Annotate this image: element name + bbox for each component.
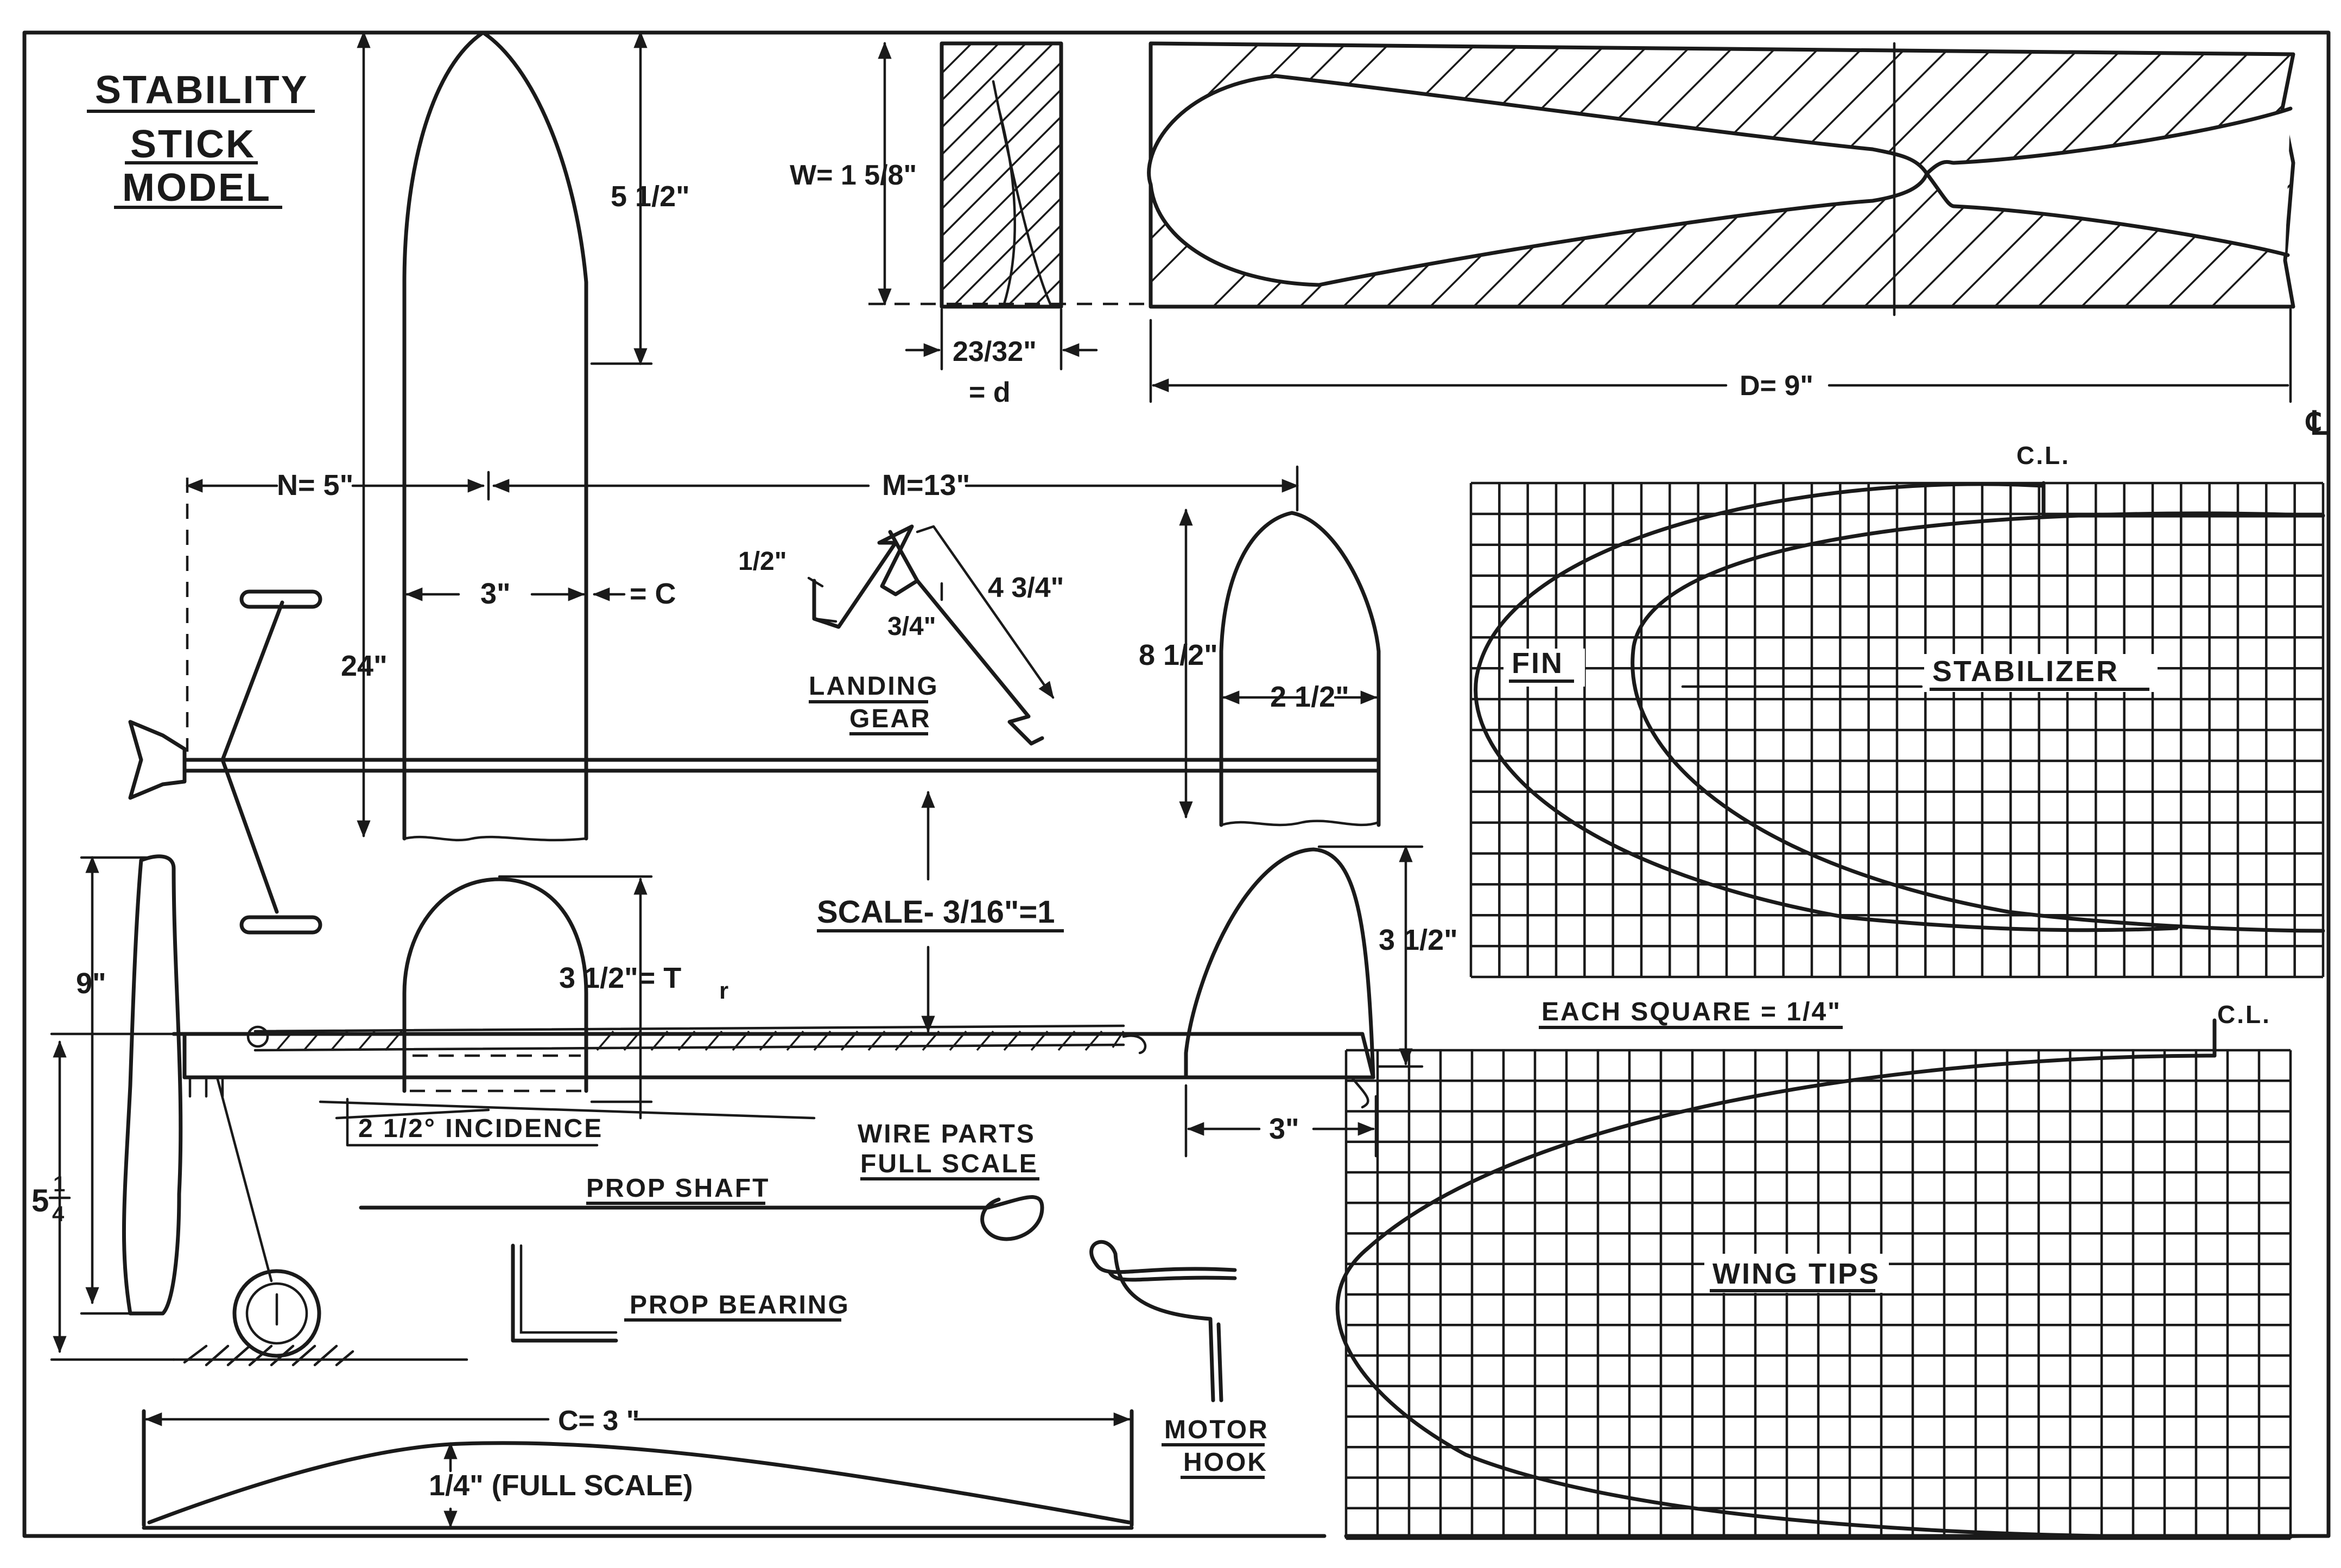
cl-label-top: C.L.: [2016, 441, 2070, 469]
wire-parts-label-2: FULL SCALE: [860, 1150, 1038, 1178]
dim-gear-leg: 4 3/4": [988, 572, 1064, 604]
dim-block-thickness: 23/32": [953, 336, 1037, 367]
drawing-border-right: [1149, 30, 2331, 1538]
dim-tip-rise-sub: r: [719, 977, 728, 1004]
wire-parts-label-1: WIRE PARTS: [858, 1120, 1036, 1148]
prop-blade: D= 9": [1147, 41, 2295, 403]
dim-moment-arm: M=13": [882, 469, 970, 501]
dim-chord-symbol: = C: [630, 577, 676, 610]
dim-prop-diameter: D= 9": [1740, 370, 1813, 402]
wire-parts: WIRE PARTS FULL SCALE PROP SHAFT PROP BE…: [359, 1120, 1269, 1479]
title-line-3: MODEL: [122, 166, 271, 210]
dim-gear-height-num: 1: [53, 1172, 65, 1196]
length-dimensions: N= 5" M=13": [185, 465, 1299, 752]
dim-chord: 3": [480, 577, 511, 610]
prop-shaft-label: PROP SHAFT: [586, 1174, 770, 1203]
dim-nose-length: N= 5": [277, 469, 353, 501]
dim-block-width: W= 1 5/8": [790, 160, 917, 191]
wing-planform: 24" 5 1/2" 3" = C: [341, 30, 690, 842]
scale-label: SCALE- 3/16"=1: [817, 894, 1055, 930]
landing-gear-label-1: LANDING: [809, 672, 939, 701]
motor-hook-label-1: MOTOR: [1164, 1415, 1269, 1444]
dim-fin-height: 8 1/2": [1139, 639, 1218, 671]
grid-lines: [1344, 1049, 2292, 1540]
landing-gear-detail: 1/2" 3/4" 4 3/4" LANDING GEAR: [738, 524, 1064, 746]
dim-stab-chord: 3": [1269, 1113, 1299, 1145]
centerline-symbol: ℄: [2305, 405, 2330, 441]
grid-lines: [1469, 481, 2325, 979]
dim-gear-height-den: 4: [52, 1202, 65, 1226]
fin-label: FIN: [1512, 647, 1564, 680]
dim-stab-height: 3 1/2": [1379, 924, 1458, 956]
landing-gear-label-2: GEAR: [849, 704, 931, 733]
side-view-lower: 3 1/2"= T r 2 1/2° INCIDENCE SCALE- 3/16…: [31, 790, 1458, 1367]
dim-gear-half: 1/2": [738, 547, 786, 576]
prop-bearing-label: PROP BEARING: [630, 1291, 850, 1319]
drawing-border: [22, 30, 1327, 1538]
cl-label-bottom: C.L.: [2217, 1000, 2271, 1029]
dim-tip-rise: 3 1/2"= T: [559, 962, 681, 994]
wing-tips-label: WING TIPS: [1712, 1258, 1880, 1290]
dim-gear-three-quarter: 3/4": [887, 612, 936, 641]
fin-stabilizer-grid: C.L. ℄ FIN STABILIZER: [1469, 405, 2330, 979]
stabilizer-label: STABILIZER: [1932, 655, 2119, 688]
dim-airfoil-camber: 1/4" (FULL SCALE): [429, 1469, 693, 1502]
prop-block: W= 1 5/8" 23/32" = d: [790, 41, 1151, 408]
dim-prop-height: 9": [76, 967, 106, 1000]
incidence-label: 2 1/2° INCIDENCE: [358, 1114, 603, 1143]
dim-fin-width: 2 1/2": [1270, 681, 1349, 713]
dim-thickness-symbol: = d: [969, 377, 1011, 408]
dim-tip-height: 5 1/2": [611, 180, 690, 213]
title-block: STABILITY STICK MODEL: [87, 68, 315, 210]
motor-hook-label-2: HOOK: [1183, 1448, 1268, 1477]
dim-gear-height: 5: [31, 1183, 49, 1218]
airfoil-section: C= 3 " 1/4" (FULL SCALE): [142, 1405, 1134, 1530]
each-square-label: EACH SQUARE = 1/4": [1541, 998, 1842, 1026]
title-line-1: STABILITY: [95, 68, 309, 112]
wing-tips-grid: C.L. WING TIPS: [1335, 1000, 2304, 1540]
title-line-2: STICK: [130, 123, 256, 166]
side-view-upper: 8 1/2" 2 1/2": [128, 508, 1381, 935]
dim-wing-span: 24": [341, 650, 388, 682]
dim-airfoil-chord: C= 3 ": [558, 1405, 639, 1437]
